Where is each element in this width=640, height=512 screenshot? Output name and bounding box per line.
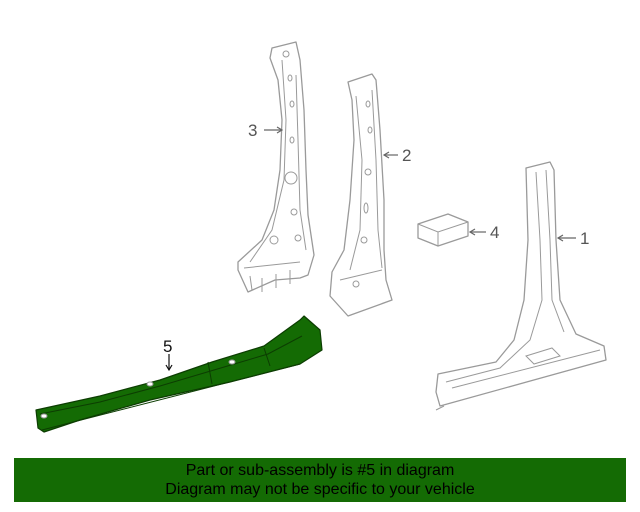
part-2-center-pillar-inner[interactable] (329, 73, 393, 317)
callout-label-1: 1 (580, 229, 589, 248)
info-banner: Part or sub-assembly is #5 in diagram Di… (14, 458, 626, 502)
banner-line-2: Diagram may not be specific to your vehi… (165, 481, 475, 498)
part-3-pillar-reinforcement[interactable] (237, 41, 315, 293)
callout-label-2: 2 (402, 146, 411, 165)
parts-diagram: 3 2 4 1 5 (35, 41, 607, 433)
part-4-block[interactable] (417, 213, 469, 247)
part-5-rocker-panel[interactable] (35, 315, 323, 433)
callout-1: 1 (556, 229, 589, 248)
callout-4: 4 (468, 223, 499, 242)
callout-5: 5 (163, 337, 173, 372)
part-1-outer-pillar[interactable] (435, 161, 607, 411)
callout-label-3: 3 (248, 121, 257, 140)
callout-3: 3 (248, 121, 284, 140)
callout-label-4: 4 (490, 223, 499, 242)
callout-2: 2 (382, 146, 411, 165)
callout-label-5: 5 (163, 337, 172, 356)
banner-line-1: Part or sub-assembly is #5 in diagram (185, 462, 455, 479)
